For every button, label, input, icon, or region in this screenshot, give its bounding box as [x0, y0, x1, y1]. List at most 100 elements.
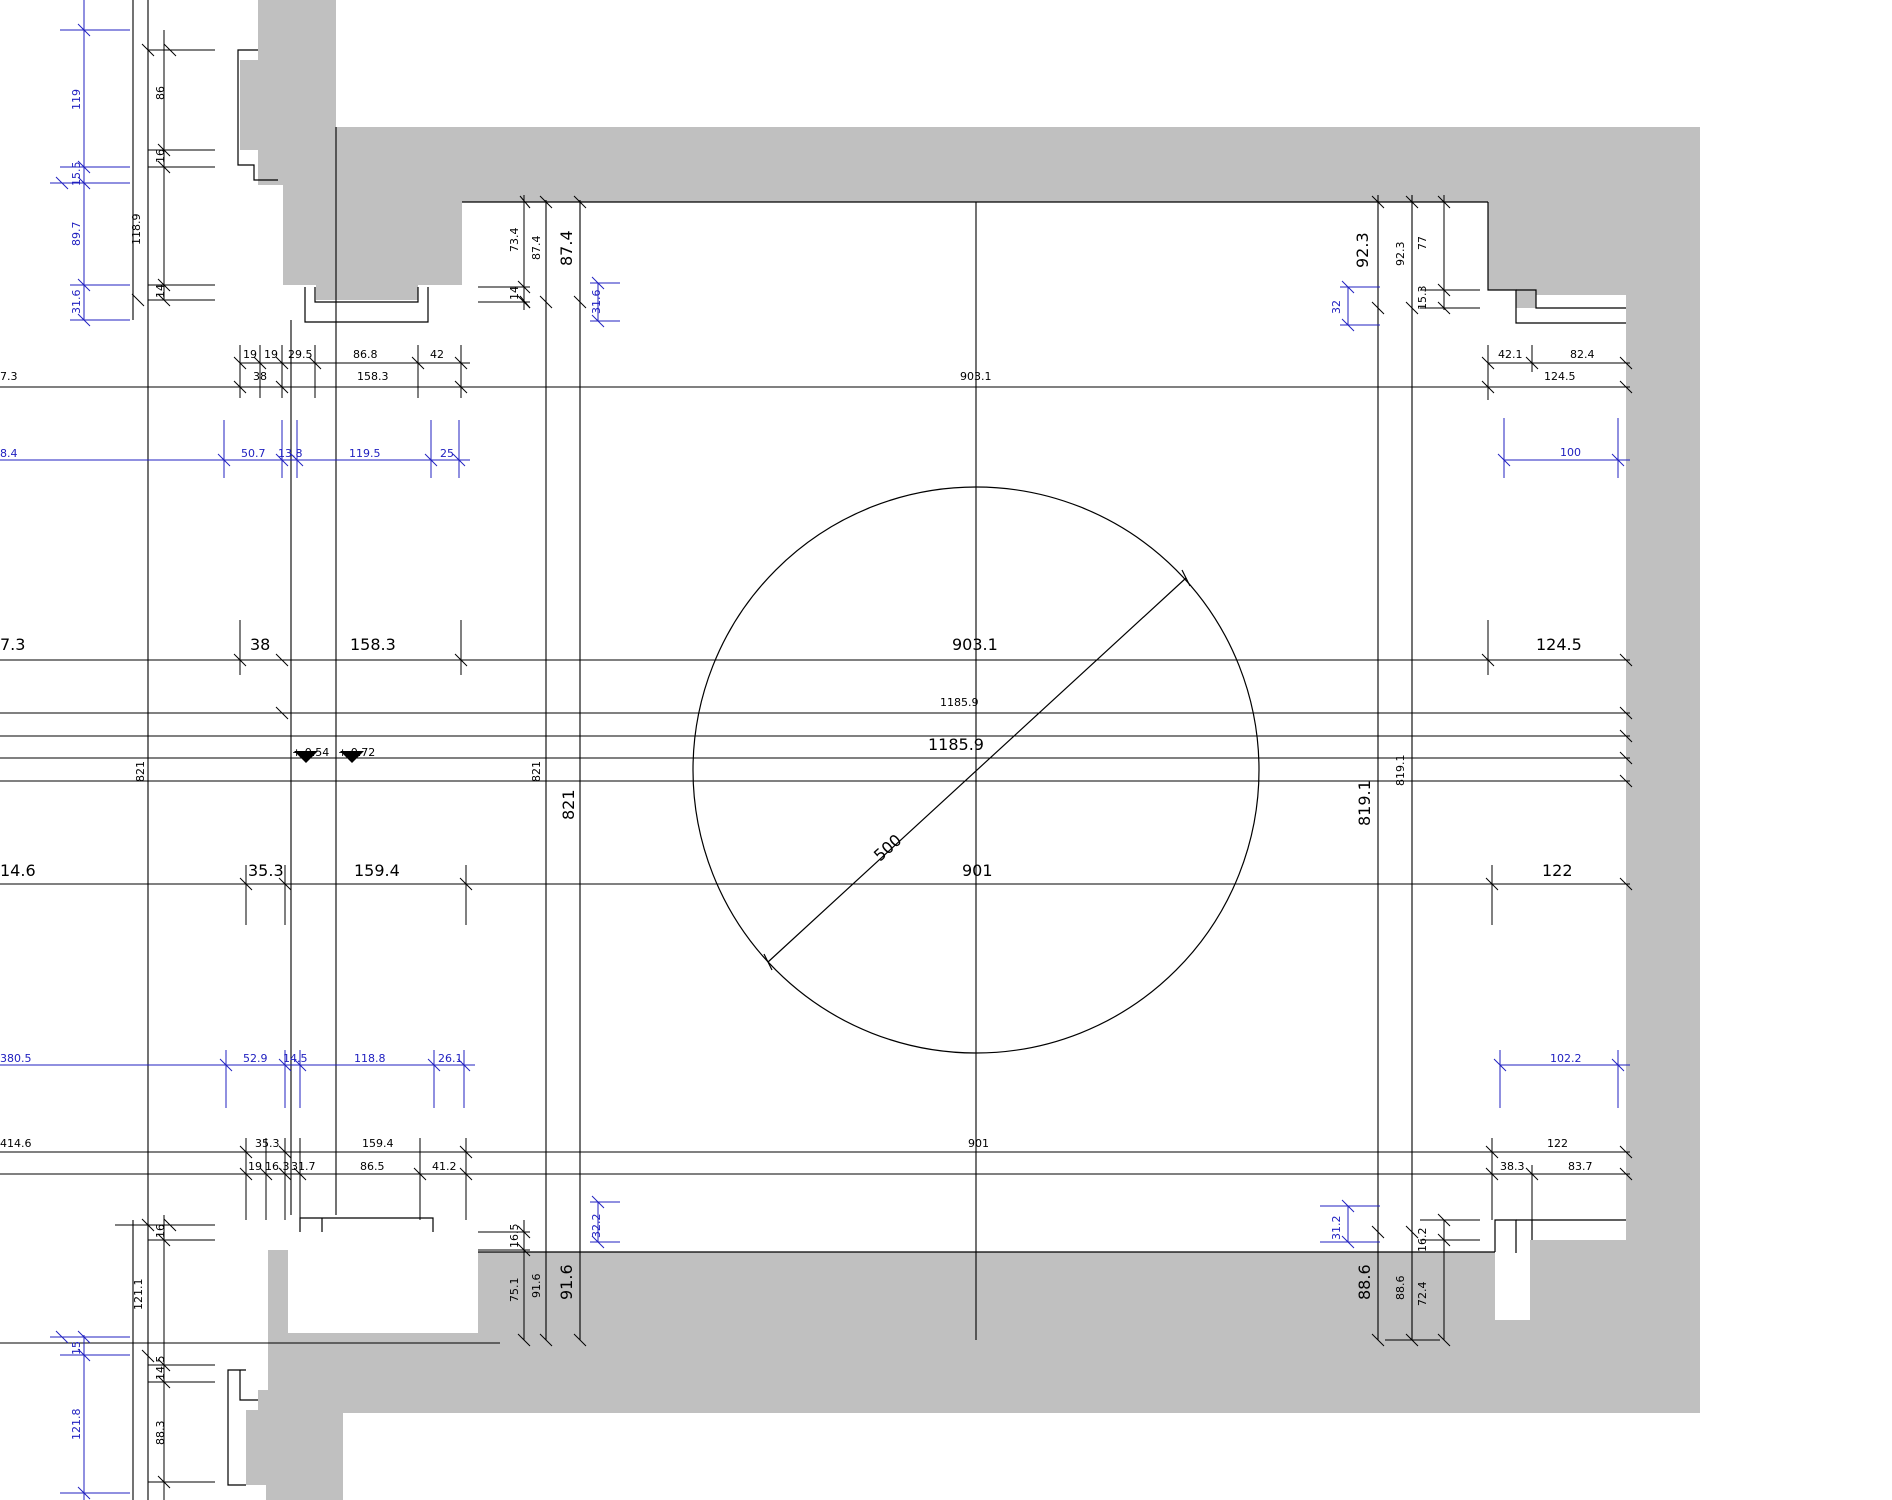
dim-label: 903.1 — [952, 635, 998, 654]
dim-label-blue: 118.8 — [354, 1052, 386, 1065]
dim-label-blue: 31.6 — [70, 290, 83, 315]
dim-label: 16 — [154, 149, 167, 163]
dim-label: 31.7 — [291, 1160, 316, 1173]
dim-label-blue: 14.5 — [283, 1052, 308, 1065]
upper-left-pier — [240, 0, 283, 285]
dim-label: 901 — [962, 861, 993, 880]
dim-label: 1185.9 — [928, 735, 984, 754]
dim-label: 16 — [154, 1224, 167, 1238]
dim-label: 92.3 — [1353, 232, 1372, 268]
wall-outlines — [227, 49, 1626, 1486]
dim-label-blue: 15 — [70, 1341, 83, 1355]
dim-label: 86.5 — [360, 1160, 385, 1173]
dim-label: 88.6 — [1355, 1264, 1374, 1300]
dim-label: 124.5 — [1544, 370, 1576, 383]
dim-label: 91.6 — [530, 1274, 543, 1299]
dim-label-blue: 32 — [1330, 300, 1343, 314]
dim-label: 122 — [1547, 1137, 1568, 1150]
black-labels: 86 16 118.9 14 73.4 87.4 87.4 14 92.3 92… — [0, 86, 1595, 1445]
dim-label: 73.4 — [508, 228, 521, 253]
dim-label: 19 — [264, 348, 278, 361]
dim-label: 122 — [1542, 861, 1573, 880]
dim-label-blue: 119 — [70, 89, 83, 110]
level-label: + 0.54 — [292, 746, 329, 759]
dim-label: 414.6 — [0, 1137, 32, 1150]
dim-label: 124.5 — [1536, 635, 1582, 654]
dim-label: 19 — [243, 348, 257, 361]
blue-labels: 119 15.5 89.7 31.6 31.6 32 8.4 50.7 13.8… — [0, 89, 1582, 1440]
dim-label: 1185.9 — [940, 696, 979, 709]
level-marker-2 — [340, 751, 364, 763]
dim-label-blue: 52.9 — [243, 1052, 268, 1065]
dim-label-blue: 31.2 — [1330, 1216, 1343, 1241]
dim-label: 16.3 — [265, 1160, 290, 1173]
dim-label: 821 — [134, 761, 147, 782]
dim-label: 14.6 — [0, 861, 36, 880]
level-label: + 0.72 — [338, 746, 375, 759]
dim-label: 159.4 — [354, 861, 400, 880]
dim-label: 42.1 — [1498, 348, 1523, 361]
dim-label: 16.2 — [1416, 1228, 1429, 1253]
dim-label-blue: 31.6 — [590, 290, 603, 315]
dim-label-blue: 50.7 — [241, 447, 266, 460]
dim-label: 77 — [1416, 236, 1429, 250]
dim-label: 19 — [248, 1160, 262, 1173]
dim-label-blue: 8.4 — [0, 447, 18, 460]
dim-label-blue: 102.2 — [1550, 1052, 1582, 1065]
level-marker-1 — [294, 751, 318, 763]
dim-label: 15.3 — [1416, 286, 1429, 311]
grid-lines — [0, 0, 1630, 1500]
black-dimension-lines — [115, 30, 1633, 1500]
dim-label-blue: 32.2 — [590, 1214, 603, 1239]
dim-label: 16.5 — [508, 1224, 521, 1249]
dim-label: 88.6 — [1394, 1276, 1407, 1301]
dim-label: 158.3 — [357, 370, 389, 383]
dim-label-blue: 25 — [440, 447, 454, 460]
dim-label: 14 — [508, 286, 521, 300]
dim-label-blue: 15.5 — [70, 162, 83, 187]
dim-label: 14 — [154, 284, 167, 298]
dim-label: 75.1 — [508, 1278, 521, 1303]
diameter-label: 500 — [870, 830, 905, 865]
dim-label: 83.7 — [1568, 1160, 1593, 1173]
dim-label: 7.3 — [0, 635, 25, 654]
lower-left-pier — [246, 1370, 288, 1500]
circle — [692, 486, 1260, 1054]
dim-label: 86 — [154, 86, 167, 100]
dim-label: 29.5 — [288, 348, 313, 361]
dim-label: 92.3 — [1394, 242, 1407, 267]
dim-label: 903.1 — [960, 370, 992, 383]
dim-label-blue: 13.8 — [278, 447, 303, 460]
dim-label: 159.4 — [362, 1137, 394, 1150]
dim-label: 7.3 — [0, 370, 18, 383]
dim-label: 38 — [250, 635, 270, 654]
dim-label: 158.3 — [350, 635, 396, 654]
dim-label: 72.4 — [1416, 1282, 1429, 1307]
dim-label: 118.9 — [130, 214, 143, 246]
dim-label: 35.3 — [248, 861, 284, 880]
dim-label: 121.1 — [132, 1279, 145, 1311]
dim-label-blue: 89.7 — [70, 222, 83, 247]
dim-label: 42 — [430, 348, 444, 361]
dim-label-blue: 121.8 — [70, 1409, 83, 1441]
outer-wall — [268, 0, 1700, 1500]
dim-label: 819.1 — [1355, 780, 1374, 826]
walls — [240, 0, 1700, 1500]
dim-label: 91.6 — [557, 1264, 576, 1300]
dim-label: 821 — [559, 789, 578, 820]
dim-label: 38.3 — [1500, 1160, 1525, 1173]
dim-label: 819.1 — [1394, 755, 1407, 787]
dim-label-blue: 100 — [1560, 446, 1581, 459]
dim-label-blue: 26.1 — [438, 1052, 463, 1065]
dim-label-blue: 380.5 — [0, 1052, 32, 1065]
dim-label: 14.5 — [154, 1356, 167, 1381]
dim-label: 87.4 — [530, 236, 543, 261]
blue-dimension-lines — [0, 0, 1630, 1500]
dim-label: 88.3 — [154, 1421, 167, 1446]
dim-label: 821 — [530, 761, 543, 782]
dim-label: 87.4 — [557, 230, 576, 266]
dim-label: 38 — [253, 370, 267, 383]
dim-label: 86.8 — [353, 348, 378, 361]
dim-label: 901 — [968, 1137, 989, 1150]
